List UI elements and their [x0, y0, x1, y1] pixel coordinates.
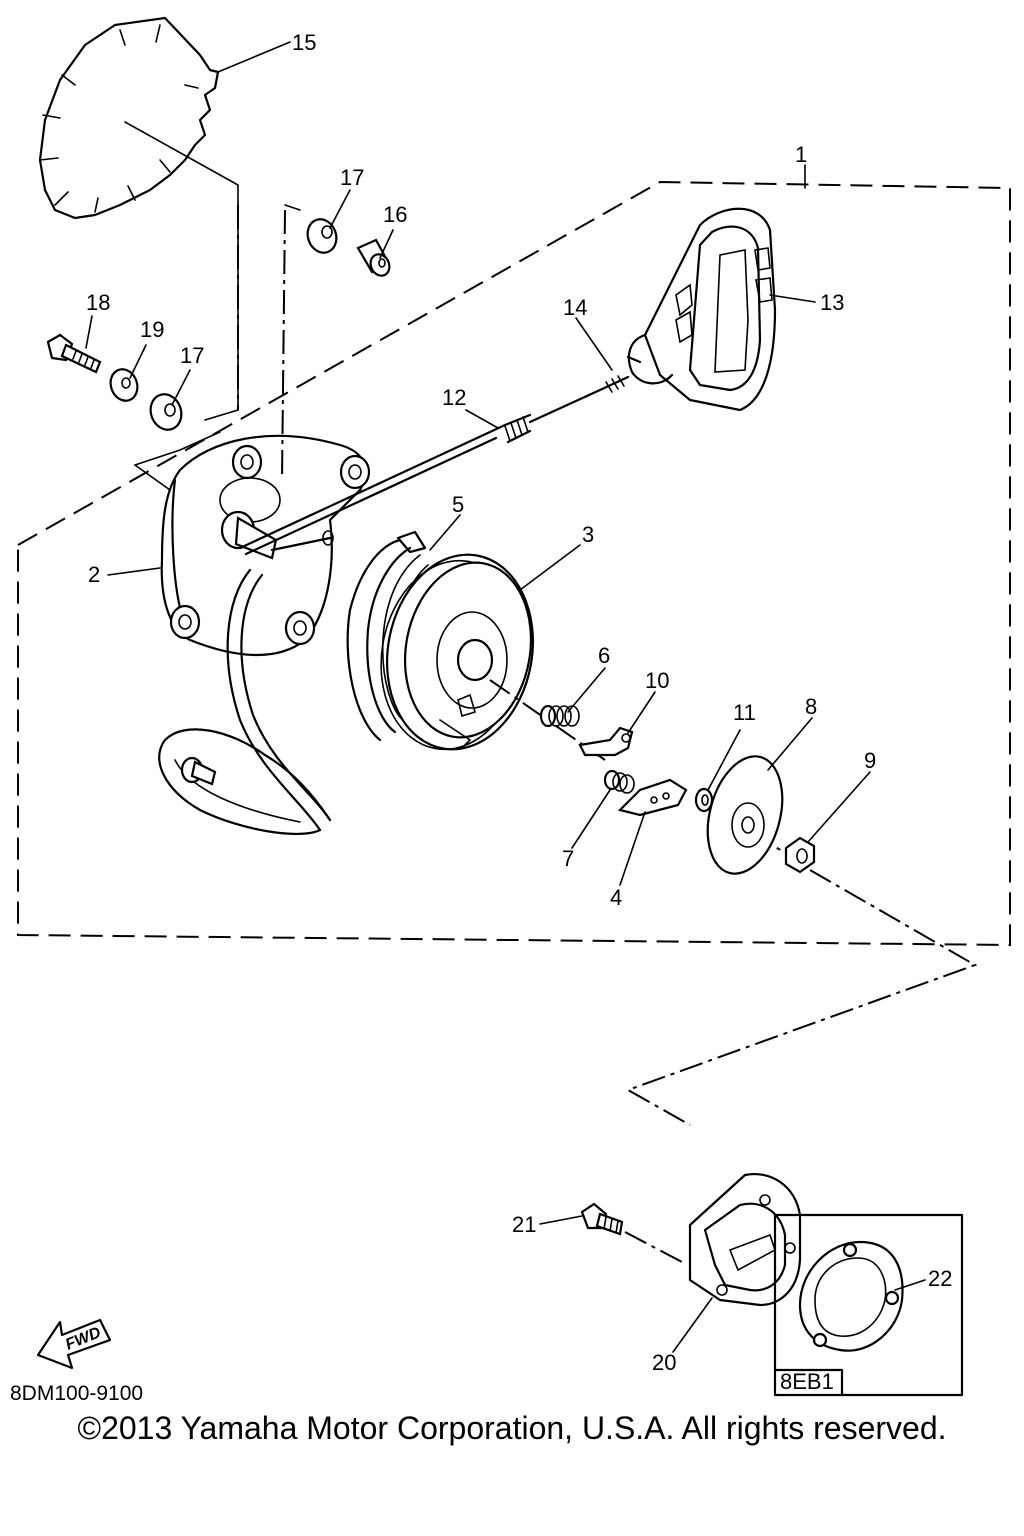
callout-10: 10	[645, 668, 669, 693]
part-17-collar-upper	[306, 218, 338, 254]
part-22-gasket	[798, 1240, 904, 1352]
callout-18: 18	[86, 290, 110, 315]
callout-5: 5	[452, 492, 464, 517]
callout-17-lower: 17	[180, 343, 204, 368]
drawing-code: 8DM100-9100	[10, 1382, 143, 1405]
callout-15: 15	[292, 30, 316, 55]
part-8-plate	[706, 755, 784, 875]
guide-lines	[134, 184, 301, 491]
callout-11: 11	[733, 700, 756, 725]
part-16-sleeve	[356, 238, 391, 277]
part-12-rope	[158, 375, 630, 836]
leader-lines	[85, 41, 926, 1353]
callout-4: 4	[610, 885, 622, 910]
part-4-pawl	[617, 778, 688, 817]
callout-3: 3	[582, 522, 594, 547]
callout-2: 2	[88, 562, 100, 587]
callout-16: 16	[383, 202, 407, 227]
callout-22: 22	[928, 1266, 952, 1291]
part-18-bolt	[46, 333, 102, 374]
copyright-notice: ©2013 Yamaha Motor Corporation, U.S.A. A…	[77, 1410, 947, 1446]
part-2-case	[160, 434, 371, 657]
assembly-boundary	[17, 180, 1011, 947]
callout-12: 12	[442, 385, 466, 410]
part-20-cover	[688, 1172, 802, 1307]
part-19-washer	[109, 368, 139, 402]
callout-14: 14	[563, 295, 587, 320]
callout-20: 20	[652, 1350, 676, 1375]
part-11-washer	[694, 787, 714, 813]
part-21-bolt	[580, 1202, 624, 1236]
part-15-decal	[38, 16, 239, 220]
callout-9: 9	[864, 748, 876, 773]
callout-1: 1	[795, 142, 807, 167]
part-10-guide	[578, 726, 634, 757]
callout-8: 8	[805, 694, 817, 719]
variant-box	[773, 1213, 964, 1397]
callout-19: 19	[140, 317, 164, 342]
part-7-spring	[603, 769, 635, 794]
callout-7: 7	[562, 846, 574, 871]
callout-21: 21	[512, 1212, 536, 1237]
callout-13: 13	[820, 290, 844, 315]
callout-6: 6	[598, 643, 610, 668]
variant-code: 8EB1	[780, 1369, 834, 1394]
callout-17-upper: 17	[340, 165, 364, 190]
part-17-collar-lower	[149, 393, 183, 431]
part-3-reel	[380, 553, 535, 751]
part-13-handle	[626, 207, 777, 412]
fwd-arrow: FWD	[36, 1318, 112, 1370]
callouts: 15 1 17 16 18 19 17 14 13 12 2 5 3 6 10 …	[10, 30, 952, 1405]
part-9-nut	[784, 836, 816, 874]
part-6-spring	[539, 704, 580, 728]
